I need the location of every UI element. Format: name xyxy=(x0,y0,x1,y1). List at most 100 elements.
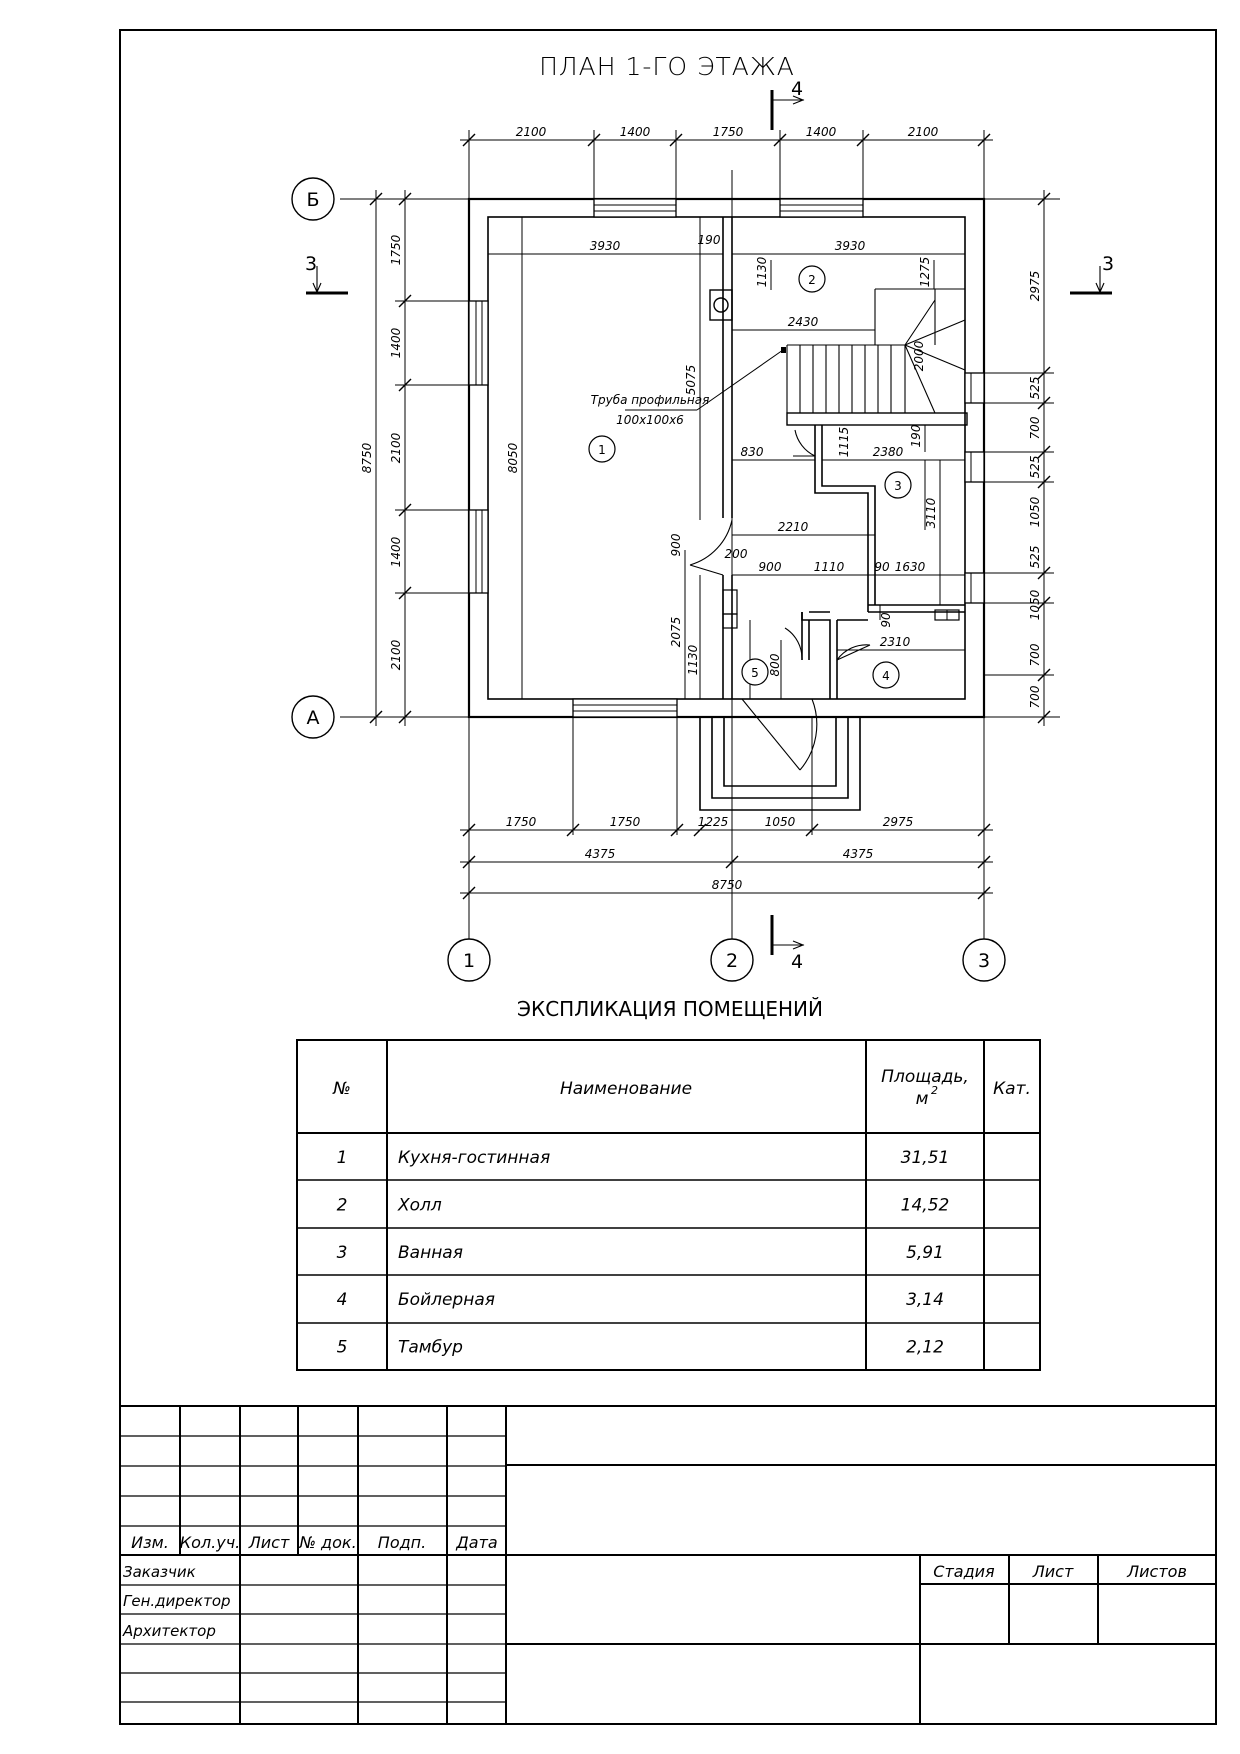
dim-int-3930-left: 3930 xyxy=(590,239,621,253)
dim-bottom-2: 1750 xyxy=(610,815,641,829)
dim-int-3930-right: 3930 xyxy=(835,239,866,253)
dim-int-5075: 5075 xyxy=(684,365,698,396)
dim-right-7: 1050 xyxy=(1028,589,1042,620)
dim-tick-left xyxy=(398,294,412,308)
dim-top-1: 2100 xyxy=(516,125,547,139)
dim-tick-left xyxy=(398,586,412,600)
room-1-marker: 1 xyxy=(598,443,606,457)
dim-int-1115: 1115 xyxy=(837,427,851,458)
dim-right-1: 2975 xyxy=(1028,271,1042,302)
axis-1-label: 1 xyxy=(463,950,475,972)
explication-title: ЭКСПЛИКАЦИЯ ПОМЕЩЕНИЙ xyxy=(517,997,823,1021)
dim-right-2: 525 xyxy=(1028,377,1042,400)
dim-int-190b: 190 xyxy=(909,424,923,447)
dim-bottom-total: 8750 xyxy=(712,878,743,892)
explication-table xyxy=(296,1039,1041,1371)
dim-top-2: 1400 xyxy=(620,125,651,139)
dim-int-2075: 2075 xyxy=(669,617,683,648)
stamp-col-ndok: № док. xyxy=(298,1533,356,1552)
dim-left-total: 8750 xyxy=(360,442,374,473)
room-5-marker: 5 xyxy=(751,666,759,680)
dim-bottom-5: 2975 xyxy=(883,815,914,829)
explication-header-area-exp: 2 xyxy=(931,1084,938,1097)
axis-markers: Б А 1 2 3 xyxy=(291,177,1006,982)
explication-header-name: Наименование xyxy=(560,1079,692,1099)
explication-cell-number: 4 xyxy=(337,1290,348,1310)
dim-tick-half xyxy=(977,855,991,869)
stamp-col-podp: Подп. xyxy=(378,1533,426,1552)
axis-a-label: А xyxy=(307,707,320,729)
dim-int-90: 90 xyxy=(874,560,890,574)
title-block xyxy=(120,1405,1216,1724)
dim-int-190: 190 xyxy=(698,233,721,247)
stamp-stage-header: Стадия xyxy=(933,1562,995,1581)
explication-cell-name: Кухня-гостинная xyxy=(398,1148,550,1168)
plan-title: ПЛАН 1-ГО ЭТАЖА xyxy=(539,52,795,81)
section-marks xyxy=(306,90,1112,955)
dim-int-2210: 2210 xyxy=(778,520,809,534)
title-block-thin xyxy=(120,1435,506,1703)
dim-tick-total xyxy=(462,886,476,900)
stamp-sheets-header: Листов xyxy=(1126,1562,1187,1581)
dim-tick-half xyxy=(725,855,739,869)
room-3-marker: 3 xyxy=(894,479,902,493)
dim-int-800: 800 xyxy=(768,653,782,676)
dim-tick-total xyxy=(977,886,991,900)
dim-tick-top xyxy=(587,133,601,147)
dim-tick-half xyxy=(462,855,476,869)
floor-plan xyxy=(467,197,986,811)
section-mark-3-left: 3 xyxy=(305,253,317,275)
dim-tick-right xyxy=(1037,710,1051,724)
dim-tick-top xyxy=(669,133,683,147)
dim-int-1130: 1130 xyxy=(755,256,769,287)
dim-right-3: 700 xyxy=(1028,416,1042,439)
dim-tick-right xyxy=(1037,192,1051,206)
dim-tick-bottom xyxy=(566,823,580,837)
stamp-col-data: Дата xyxy=(455,1533,497,1552)
dim-tick-top xyxy=(856,133,870,147)
dim-right-9: 700 xyxy=(1028,685,1042,708)
axis-lines xyxy=(340,130,1060,940)
dim-tick-left xyxy=(398,710,412,724)
section-mark-3-right: 3 xyxy=(1102,253,1114,275)
dim-tick-bottom xyxy=(977,823,991,837)
dimension-lines xyxy=(375,130,1054,894)
dim-tick-left-total xyxy=(369,192,383,206)
dim-top-5: 2100 xyxy=(908,125,939,139)
axis-2-label: 2 xyxy=(726,950,738,972)
axis-b-label: Б xyxy=(306,189,319,211)
dim-right-6: 525 xyxy=(1028,546,1042,569)
dim-tick-right xyxy=(1037,596,1051,610)
explication-cell-number: 5 xyxy=(337,1338,348,1358)
dim-left-1: 1750 xyxy=(389,234,403,265)
explication-header-number: № xyxy=(332,1079,351,1099)
explication-cell-name: Бойлерная xyxy=(398,1290,495,1310)
explication-header-area: Площадь, xyxy=(881,1067,969,1087)
explication-cell-name: Тамбур xyxy=(398,1338,463,1358)
pipe-label-line2: 100x100x6 xyxy=(616,413,684,427)
dim-left-3: 2100 xyxy=(389,432,403,463)
room-4-marker: 4 xyxy=(882,669,890,683)
dim-tick-bottom xyxy=(670,823,684,837)
dim-int-1630: 1630 xyxy=(895,560,926,574)
explication-cell-number: 2 xyxy=(337,1195,348,1215)
explication-cell-area: 2,12 xyxy=(906,1338,944,1358)
explication-header-area-unit: м xyxy=(916,1089,929,1109)
sheet-frame xyxy=(119,29,1217,1725)
stamp-role-director: Ген.директор xyxy=(123,1592,231,1610)
dim-int-2430: 2430 xyxy=(788,315,819,329)
dim-int-90b: 90 xyxy=(879,612,893,628)
dim-left-2: 1400 xyxy=(389,327,403,358)
dim-tick-top xyxy=(462,133,476,147)
dim-tick-right xyxy=(1037,566,1051,580)
dim-half-left: 4375 xyxy=(585,847,616,861)
dim-tick-left xyxy=(398,378,412,392)
pipe-label-line1: Труба профильная xyxy=(591,393,710,407)
explication-cell-name: Ванная xyxy=(398,1243,463,1263)
explication-cell-number: 3 xyxy=(337,1243,348,1263)
dim-tick-left xyxy=(398,503,412,517)
explication-cell-area: 3,14 xyxy=(906,1290,944,1310)
dim-int-2380: 2380 xyxy=(873,445,904,459)
